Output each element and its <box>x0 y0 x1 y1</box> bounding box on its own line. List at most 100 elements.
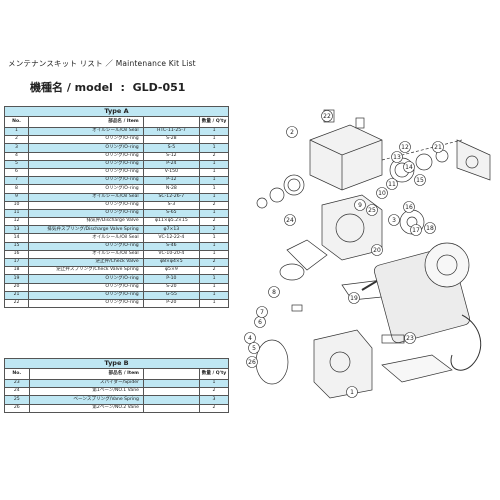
row-quantity: 2 <box>199 200 229 210</box>
svg-text:23: 23 <box>406 335 414 342</box>
callout-17: 17 <box>410 224 422 236</box>
row-part-number: φ7×13 <box>142 225 201 235</box>
svg-text:24: 24 <box>286 217 294 224</box>
svg-text:16: 16 <box>405 204 413 211</box>
row-no: 2 <box>3 135 30 145</box>
row-quantity: 1 <box>199 274 229 284</box>
svg-text:22: 22 <box>323 113 331 120</box>
svg-text:26: 26 <box>248 359 256 366</box>
callout-4: 4 <box>244 332 256 344</box>
row-item-name: 逆止弁/Check Valve <box>28 257 144 268</box>
row-part-number: φ11×φ5.2×15 <box>142 217 201 227</box>
callout-7: 7 <box>256 306 268 318</box>
row-item-name: 第1ベーン/NO.1 Vane <box>28 387 144 397</box>
svg-text:19: 19 <box>350 295 358 302</box>
row-part-number: S-65 <box>142 208 201 219</box>
callout-19: 19 <box>348 292 360 304</box>
row-part-number: S-5 <box>142 143 201 153</box>
row-item-name: Oリング/O-ring <box>28 176 144 186</box>
row-quantity: 1 <box>199 159 229 169</box>
callout-24: 24 <box>284 214 296 226</box>
row-part-number: S-28 <box>142 135 201 145</box>
row-no: 21 <box>3 290 30 300</box>
callout-18: 18 <box>424 222 436 234</box>
row-no: 11 <box>3 208 30 219</box>
row-quantity: 1 <box>199 135 229 145</box>
row-part-number <box>142 378 201 389</box>
row-item-name: Oリング/O-ring <box>28 184 144 194</box>
row-quantity: 1 <box>199 290 229 300</box>
svg-text:15: 15 <box>416 177 424 184</box>
row-quantity: 1 <box>199 184 229 194</box>
row-no: 15 <box>3 241 30 251</box>
row-no: 18 <box>3 266 30 276</box>
row-no: 3 <box>3 143 30 153</box>
svg-text:18: 18 <box>426 225 434 232</box>
svg-text:25: 25 <box>368 207 376 214</box>
callout-11: 11 <box>386 178 398 190</box>
callout-12: 12 <box>399 141 411 153</box>
column-header-qty: 数量 / Q'ty <box>199 368 229 380</box>
callout-22: 22 <box>321 110 333 122</box>
row-quantity: 1 <box>199 167 229 178</box>
row-quantity: 1 <box>199 233 229 243</box>
row-quantity: 2 <box>199 217 229 227</box>
row-no: 13 <box>3 225 30 235</box>
row-quantity: 1 <box>199 298 229 309</box>
callout-26: 26 <box>246 356 258 368</box>
svg-text:21: 21 <box>434 144 442 151</box>
row-part-number: P-10 <box>142 274 201 284</box>
row-no: 20 <box>3 282 30 292</box>
row-part-number <box>142 387 201 397</box>
row-item-name: オイルシール/Oil Seal <box>28 192 144 202</box>
callout-23: 23 <box>404 332 416 344</box>
svg-text:7: 7 <box>260 309 264 316</box>
model-label: 機種名 / model <box>30 81 113 94</box>
row-part-number <box>142 395 201 405</box>
row-part-number: N-28 <box>142 184 201 194</box>
svg-text:13: 13 <box>393 154 401 161</box>
row-no: 12 <box>3 217 30 227</box>
callout-21: 21 <box>432 141 444 153</box>
row-quantity: 2 <box>199 403 229 413</box>
svg-text:1: 1 <box>350 389 354 396</box>
row-quantity: 1 <box>199 249 229 260</box>
svg-text:8: 8 <box>272 289 276 296</box>
svg-text:10: 10 <box>378 190 386 197</box>
row-no: 10 <box>3 200 30 210</box>
row-no: 5 <box>3 159 30 169</box>
row-no: 26 <box>4 403 30 413</box>
column-header-part <box>142 116 201 128</box>
callout-2: 2 <box>286 126 298 138</box>
row-part-number: V-150 <box>142 167 201 178</box>
row-item-name: Oリング/O-ring <box>28 208 144 219</box>
row-item-name: Oリング/O-ring <box>28 143 144 153</box>
svg-text:14: 14 <box>405 164 413 171</box>
row-quantity: 2 <box>199 257 229 268</box>
row-quantity: 2 <box>199 151 229 161</box>
row-item-name: Oリング/O-ring <box>28 282 144 292</box>
row-no: 24 <box>4 387 30 397</box>
svg-text:20: 20 <box>373 247 381 254</box>
row-no: 25 <box>4 395 30 405</box>
row-item-name: Oリング/O-ring <box>28 241 144 251</box>
svg-text:9: 9 <box>358 202 362 209</box>
row-quantity: 2 <box>199 266 229 276</box>
row-quantity: 1 <box>199 176 229 186</box>
row-item-name: Oリング/O-ring <box>28 290 144 300</box>
column-header-item: 部品名 / Item <box>28 368 144 380</box>
